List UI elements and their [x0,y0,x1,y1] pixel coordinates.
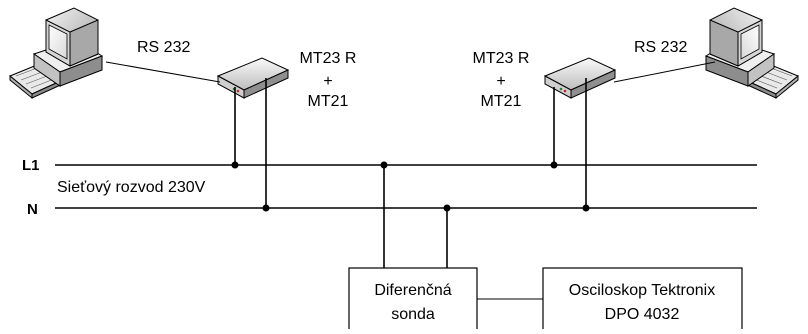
network-label: Sieťový rozvod 230V [57,179,206,196]
rs232-cable-left [105,61,221,83]
modem-left-label-line3: MT21 [308,93,349,110]
l1-label: L1 [22,157,40,174]
rs232-left-label: RS 232 [137,39,190,56]
oscilloscope-box [542,267,743,331]
oscilloscope-label-line1: Osciloskop Tektronix [569,282,715,299]
n-label: N [27,201,38,218]
probe-label-line2: sonda [391,306,435,323]
desktop-computer-icon [705,7,799,99]
modem-right-connection [550,78,590,212]
modem-left-label-line1: MT23 R [300,50,357,67]
probe-label-line1: Diferenčná [374,282,451,299]
modem-right-label-line1: MT23 R [473,50,530,67]
modem-left-label-line2: + [323,73,332,90]
oscilloscope-label-line2: DPO 4032 [605,306,680,323]
desktop-computer-icon [9,7,103,99]
modem-right-label-line3: MT21 [481,93,522,110]
plc-modem-icon [217,57,289,99]
probe-connection [380,161,451,268]
modem-right-label-line2: + [496,73,505,90]
plc-modem-icon [544,57,616,99]
modem-left-connection [231,78,270,212]
rs232-right-label: RS 232 [634,39,687,56]
rs232-cable-right [613,61,716,83]
probe-box [348,267,478,331]
